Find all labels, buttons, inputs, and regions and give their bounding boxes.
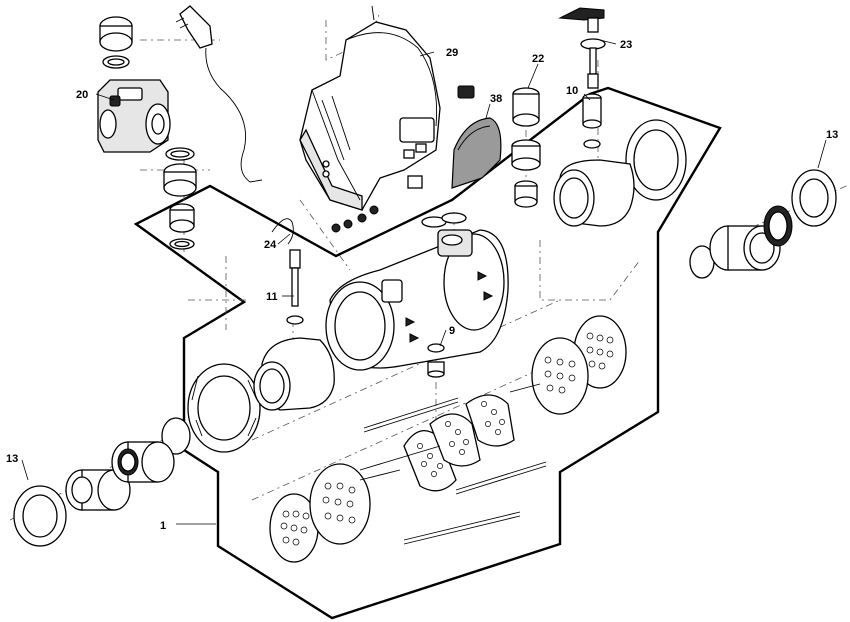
part-end-cap-right bbox=[553, 119, 687, 227]
callout-11: 11 bbox=[266, 291, 278, 303]
callout-1: 1 bbox=[160, 520, 166, 532]
part-tube-bundle bbox=[269, 315, 627, 563]
part-union-set-right bbox=[689, 169, 837, 279]
callout-13-left: 13 bbox=[6, 453, 18, 465]
callout-23: 23 bbox=[620, 39, 632, 51]
assembly-boundary-frame bbox=[133, 86, 722, 620]
part-sensor-probe bbox=[271, 218, 305, 352]
part-circulation-pump bbox=[97, 16, 197, 250]
part-housing-cover bbox=[299, 5, 475, 233]
callout-38: 38 bbox=[490, 93, 502, 105]
callout-13-right: 13 bbox=[826, 129, 838, 141]
part-heat-exchanger-body bbox=[325, 212, 509, 371]
part-sensor-housing-10 bbox=[582, 93, 602, 149]
callout-20: 20 bbox=[76, 89, 88, 101]
callout-10: 10 bbox=[566, 85, 578, 97]
part-fitting-22 bbox=[511, 87, 541, 208]
part-sensor-23 bbox=[558, 7, 606, 89]
callout-24: 24 bbox=[264, 239, 277, 251]
callout-22: 22 bbox=[532, 53, 544, 65]
part-side-cover bbox=[451, 117, 502, 189]
part-end-cap-left bbox=[161, 337, 335, 455]
callout-9: 9 bbox=[449, 325, 455, 337]
callout-29: 29 bbox=[446, 47, 458, 59]
part-drain-plug bbox=[427, 343, 445, 378]
callout-leaders bbox=[21, 39, 827, 525]
part-union-set-left bbox=[13, 441, 175, 547]
part-power-cable bbox=[175, 5, 263, 183]
